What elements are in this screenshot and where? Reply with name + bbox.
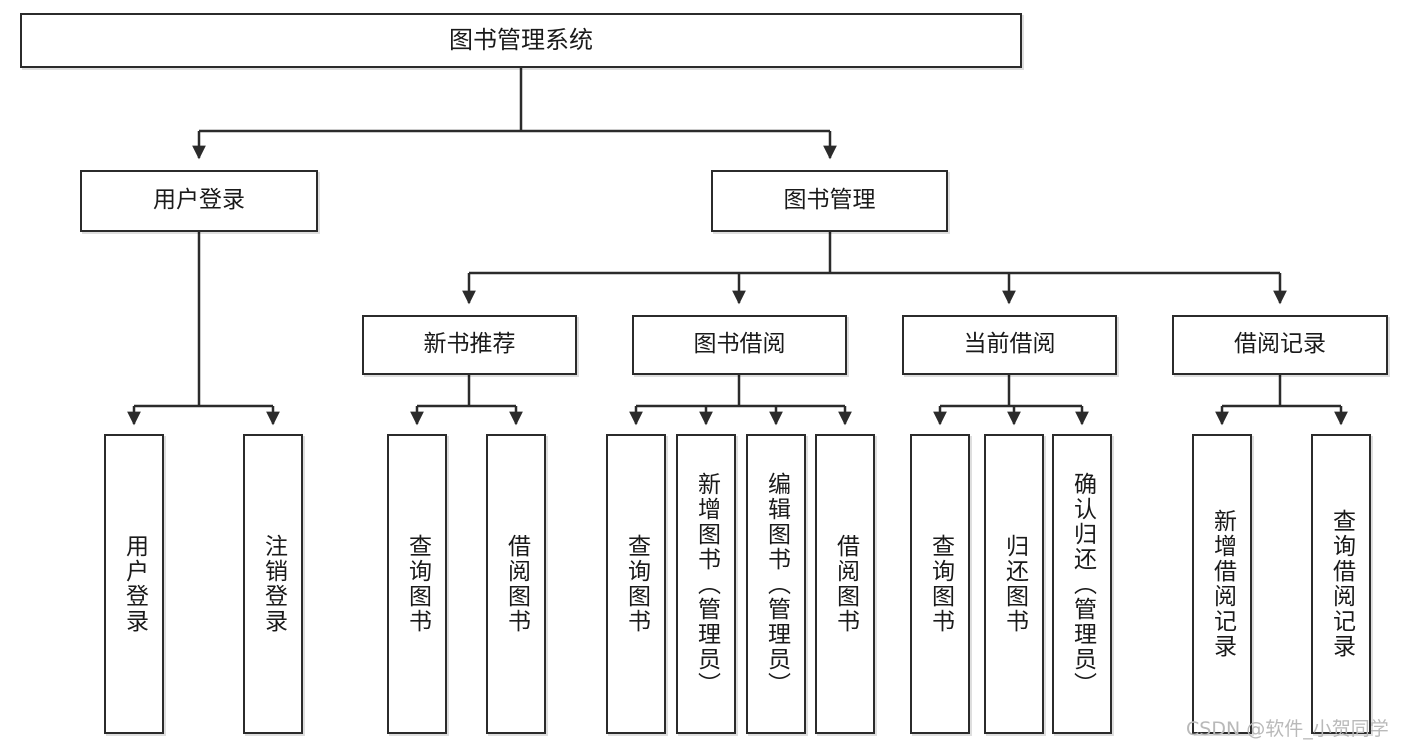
leaf-user-login[interactable]: 用户登录: [104, 434, 164, 734]
node-book-management-label: 图书管理: [783, 187, 876, 214]
leaf-edit-book-admin-label: 编辑图书（管理员）: [763, 471, 790, 697]
node-borrow-record-label: 借阅记录: [1234, 331, 1326, 358]
leaf-user-logout[interactable]: 注销登录: [243, 434, 303, 734]
node-current-borrow-label: 当前借阅: [963, 331, 1056, 358]
leaf-query-book-current[interactable]: 查询图书: [910, 434, 970, 734]
node-user-login[interactable]: 用户登录: [80, 170, 318, 232]
leaf-add-borrow-record[interactable]: 新增借阅记录: [1192, 434, 1252, 734]
node-root[interactable]: 图书管理系统: [20, 13, 1022, 68]
leaf-query-book-borrow[interactable]: 查询图书: [606, 434, 666, 734]
leaf-borrow-book-label: 借阅图书: [832, 534, 859, 634]
node-book-management[interactable]: 图书管理: [711, 170, 948, 232]
leaf-query-borrow-record-label: 查询借阅记录: [1328, 509, 1355, 659]
leaf-borrow-book-recommend-label: 借阅图书: [503, 534, 530, 634]
leaf-add-book-admin[interactable]: 新增图书（管理员）: [676, 434, 736, 734]
node-book-borrow[interactable]: 图书借阅: [632, 315, 847, 375]
leaf-query-book-recommend[interactable]: 查询图书: [387, 434, 447, 734]
leaf-add-book-admin-label: 新增图书（管理员）: [693, 471, 720, 697]
leaf-user-logout-label: 注销登录: [260, 534, 287, 634]
leaf-edit-book-admin[interactable]: 编辑图书（管理员）: [746, 434, 806, 734]
leaf-return-book[interactable]: 归还图书: [984, 434, 1044, 734]
leaf-confirm-return-admin-label: 确认归还（管理员）: [1069, 471, 1096, 697]
leaf-add-borrow-record-label: 新增借阅记录: [1209, 509, 1236, 659]
node-borrow-record[interactable]: 借阅记录: [1172, 315, 1388, 375]
leaf-confirm-return-admin[interactable]: 确认归还（管理员）: [1052, 434, 1112, 734]
node-new-book-recommend-label: 新书推荐: [423, 331, 516, 358]
node-user-login-label: 用户登录: [153, 187, 245, 214]
node-new-book-recommend[interactable]: 新书推荐: [362, 315, 577, 375]
leaf-borrow-book[interactable]: 借阅图书: [815, 434, 875, 734]
leaf-query-borrow-record[interactable]: 查询借阅记录: [1311, 434, 1371, 734]
leaf-return-book-label: 归还图书: [1001, 534, 1028, 634]
watermark: CSDN @软件_小贺同学: [1186, 718, 1389, 740]
node-book-borrow-label: 图书借阅: [693, 331, 786, 358]
node-current-borrow[interactable]: 当前借阅: [902, 315, 1117, 375]
leaf-query-book-borrow-label: 查询图书: [623, 534, 650, 634]
node-root-label: 图书管理系统: [449, 26, 593, 55]
leaf-query-book-recommend-label: 查询图书: [404, 534, 431, 634]
leaf-borrow-book-recommend[interactable]: 借阅图书: [486, 434, 546, 734]
leaf-query-book-current-label: 查询图书: [927, 534, 954, 634]
leaf-user-login-label: 用户登录: [121, 534, 148, 634]
